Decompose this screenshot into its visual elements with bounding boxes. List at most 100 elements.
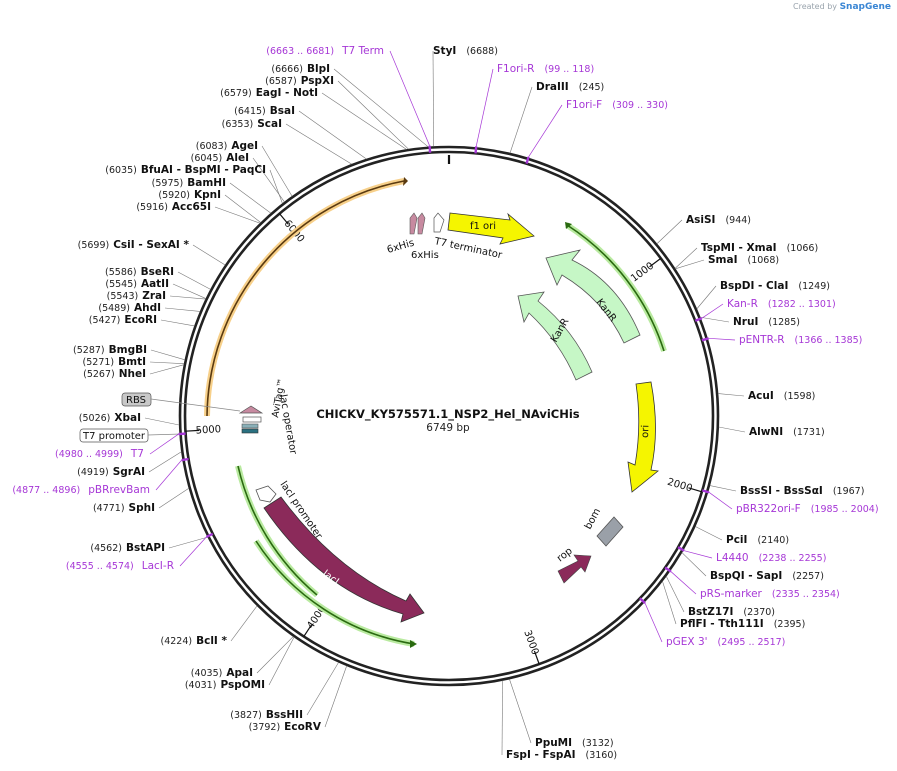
feature-avitag[interactable] xyxy=(238,405,264,414)
site-position: (2370) xyxy=(743,607,775,618)
primer-range: (4877 .. 4896) xyxy=(12,485,80,496)
feature-arc-green-bottom-head xyxy=(410,640,417,648)
restriction-site[interactable]: BspDI - ClaI(1249) xyxy=(720,280,830,292)
restriction-site[interactable]: DraIII(245) xyxy=(536,81,604,93)
restriction-site[interactable]: (4031)PspOMI xyxy=(185,679,265,691)
site-leader xyxy=(298,110,367,160)
feature-bom[interactable] xyxy=(596,516,624,547)
restriction-site[interactable]: AlwNI(1731) xyxy=(749,426,825,438)
primer[interactable]: (4877 .. 4896)pBRrevBam xyxy=(12,484,150,496)
restriction-site[interactable]: (4771)SphI xyxy=(93,502,155,514)
restriction-site[interactable]: (5916)Acc65I xyxy=(136,201,211,213)
site-name: ZraI xyxy=(142,290,166,302)
site-labels-layer: StyI(6688) DraIII(245) (6666)BlpI(6587)Psp… xyxy=(73,45,864,761)
restriction-site[interactable]: (5699)CsiI - SexAI * xyxy=(78,239,190,251)
primer[interactable]: pRS-marker(2335 .. 2354) xyxy=(700,588,840,600)
site-name: PciI xyxy=(726,534,747,546)
restriction-site[interactable]: (5545)AatII xyxy=(105,278,169,290)
restriction-site[interactable]: (6035)BfuAI - BspMI - PaqCI xyxy=(105,164,266,176)
site-position: (1967) xyxy=(833,486,865,497)
restriction-site[interactable]: PpuMI(3132) xyxy=(535,737,614,749)
restriction-site[interactable]: PflFI - Tth111I(2395) xyxy=(680,618,805,630)
restriction-site[interactable]: (6353)ScaI xyxy=(222,118,282,130)
restriction-site[interactable]: BssSI - BssSαI(1967) xyxy=(740,485,864,497)
restriction-site[interactable]: AsiSI(944) xyxy=(686,214,751,226)
primer-range: (1282 .. 1301) xyxy=(768,299,836,310)
feature-laci-promoter[interactable] xyxy=(255,485,277,503)
restriction-site[interactable]: (4919)SgrAI xyxy=(77,466,145,478)
site-name: XbaI xyxy=(114,412,141,424)
restriction-site[interactable]: (3792)EcoRV xyxy=(249,721,322,733)
restriction-site[interactable]: PciI(2140) xyxy=(726,534,789,546)
primer[interactable]: F1ori-F(309 .. 330) xyxy=(566,99,668,111)
restriction-site[interactable]: (4035)ApaI xyxy=(191,667,253,679)
restriction-site[interactable]: AcuI(1598) xyxy=(748,390,815,402)
site-position: (6415) xyxy=(234,106,266,117)
restriction-site[interactable]: BspQI - SapI(2257) xyxy=(710,570,824,582)
feature-lac-operator[interactable] xyxy=(242,416,262,423)
restriction-site[interactable]: SmaI(1068) xyxy=(708,254,779,266)
primer[interactable]: pENTR-R(1366 .. 1385) xyxy=(739,334,862,346)
restriction-site[interactable]: (6579)EagI - NotI xyxy=(220,87,318,99)
primer[interactable]: Kan-R(1282 .. 1301) xyxy=(727,298,836,310)
restriction-site[interactable]: (6083)AgeI xyxy=(196,140,258,152)
restriction-site[interactable]: (6666)BlpI xyxy=(271,63,330,75)
site-leader-lines xyxy=(144,50,746,756)
feature-kanr-1[interactable] xyxy=(545,249,641,344)
feature-f1-ori[interactable] xyxy=(447,212,535,245)
restriction-site[interactable]: (5489)AhdI xyxy=(98,302,161,314)
feature-t7-terminator[interactable] xyxy=(433,212,445,233)
t7-promoter-box[interactable] xyxy=(79,428,149,443)
primer-leader xyxy=(179,536,207,567)
restriction-site[interactable]: (5427)EcoRI xyxy=(89,314,157,326)
restriction-site[interactable]: (6045)AleI xyxy=(191,152,249,164)
primer[interactable]: L4440(2238 .. 2255) xyxy=(716,552,826,564)
rbs-box[interactable] xyxy=(121,392,152,407)
restriction-site[interactable]: NruI(1285) xyxy=(733,316,800,328)
site-leader xyxy=(158,487,189,509)
restriction-site[interactable]: (5287)BmgBI xyxy=(73,344,147,356)
restriction-site[interactable]: FspI - FspAI(3160) xyxy=(506,749,617,761)
restriction-site[interactable]: BstZ17I(2370) xyxy=(688,606,775,618)
feature-rop[interactable] xyxy=(557,554,592,584)
primer[interactable]: (6663 .. 6681)T7 Term xyxy=(266,45,384,57)
feature-bom-label: bom xyxy=(583,507,603,532)
restriction-site[interactable]: (5543)ZraI xyxy=(107,290,166,302)
restriction-site[interactable]: (4224)BclI * xyxy=(161,635,228,647)
feature-6xhis-2[interactable] xyxy=(417,212,426,235)
feature-ori[interactable] xyxy=(627,381,659,493)
restriction-site[interactable]: (5267)NheI xyxy=(83,368,146,380)
restriction-site[interactable]: (5026)XbaI xyxy=(79,412,141,424)
site-name: Acc65I xyxy=(172,201,211,213)
restriction-site[interactable]: (4562)BstAPI xyxy=(90,542,165,554)
primer[interactable]: F1ori-R(99 .. 118) xyxy=(497,63,594,75)
restriction-site[interactable]: (5975)BamHI xyxy=(152,177,226,189)
site-leader xyxy=(709,485,737,492)
restriction-site[interactable]: (5920)KpnI xyxy=(158,189,221,201)
site-position: (5489) xyxy=(98,303,130,314)
primer[interactable]: pGEX 3'(2495 .. 2517) xyxy=(666,636,785,648)
restriction-site[interactable]: (6587)PspXI xyxy=(265,75,334,87)
restriction-site[interactable]: StyI(6688) xyxy=(433,45,498,57)
site-leader xyxy=(149,361,185,365)
site-name: DraIII xyxy=(536,81,569,93)
site-position: (6045) xyxy=(191,153,223,164)
restriction-site[interactable]: TspMI - XmaI(1066) xyxy=(701,242,818,254)
feature-laci[interactable] xyxy=(263,496,425,623)
feature-kanr-2[interactable] xyxy=(517,291,593,381)
primer[interactable]: (4555 .. 4574)LacI-R xyxy=(66,560,174,572)
site-position: (5026) xyxy=(79,413,111,424)
primer[interactable]: (4980 .. 4999)T7 xyxy=(55,448,144,460)
feature-6xhis-1[interactable] xyxy=(409,212,418,235)
restriction-site[interactable]: (3827)BssHII xyxy=(230,709,303,721)
restriction-site[interactable]: (5271)BmtI xyxy=(83,356,146,368)
primer-mark xyxy=(639,597,646,605)
site-leader xyxy=(269,169,283,204)
restriction-site[interactable]: (6415)BsaI xyxy=(234,105,295,117)
site-position: (4771) xyxy=(93,503,125,514)
primer[interactable]: pBR322ori-F(1985 .. 2004) xyxy=(736,503,879,515)
site-leader xyxy=(144,417,180,426)
site-position: (6688) xyxy=(466,46,498,57)
site-leader xyxy=(230,605,258,642)
restriction-site[interactable]: (5586)BseRI xyxy=(105,266,174,278)
